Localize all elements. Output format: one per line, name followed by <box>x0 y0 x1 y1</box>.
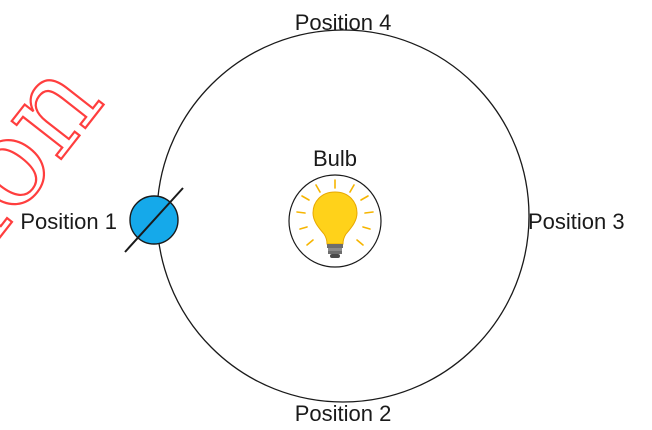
label-position-4: Position 4 <box>295 10 392 35</box>
tilted-planet-icon <box>124 187 184 253</box>
bulb-rays <box>296 179 374 246</box>
label-position-1: Position 1 <box>20 209 117 234</box>
bulb-base-tip <box>330 254 340 258</box>
label-position-2: Position 2 <box>295 401 392 426</box>
bulb-base-thread-2 <box>328 251 342 254</box>
label-bulb: Bulb <box>313 146 357 171</box>
label-position-3: Position 3 <box>528 209 625 234</box>
bulb-base-thread-1 <box>328 248 342 251</box>
planet-axis <box>124 187 184 253</box>
bulb-base <box>327 244 343 248</box>
lightbulb-icon <box>288 174 382 268</box>
